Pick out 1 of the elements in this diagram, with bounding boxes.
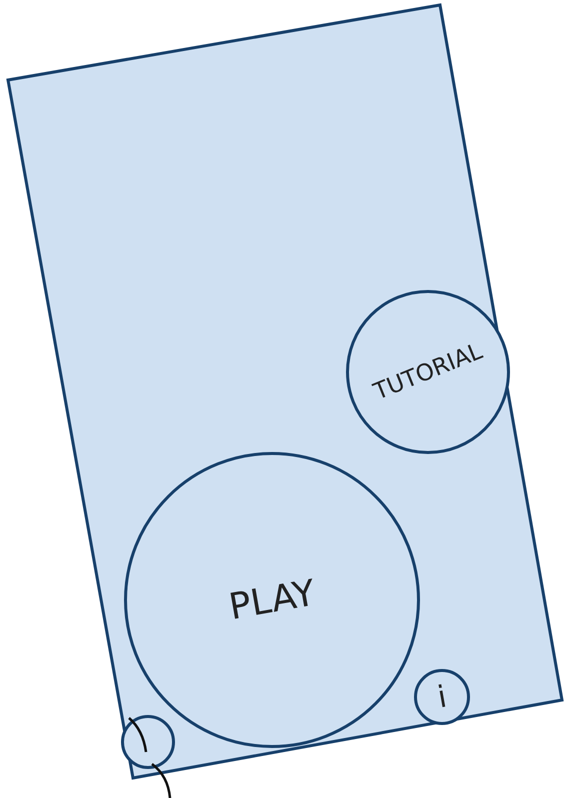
screen-frame	[6, 3, 565, 781]
